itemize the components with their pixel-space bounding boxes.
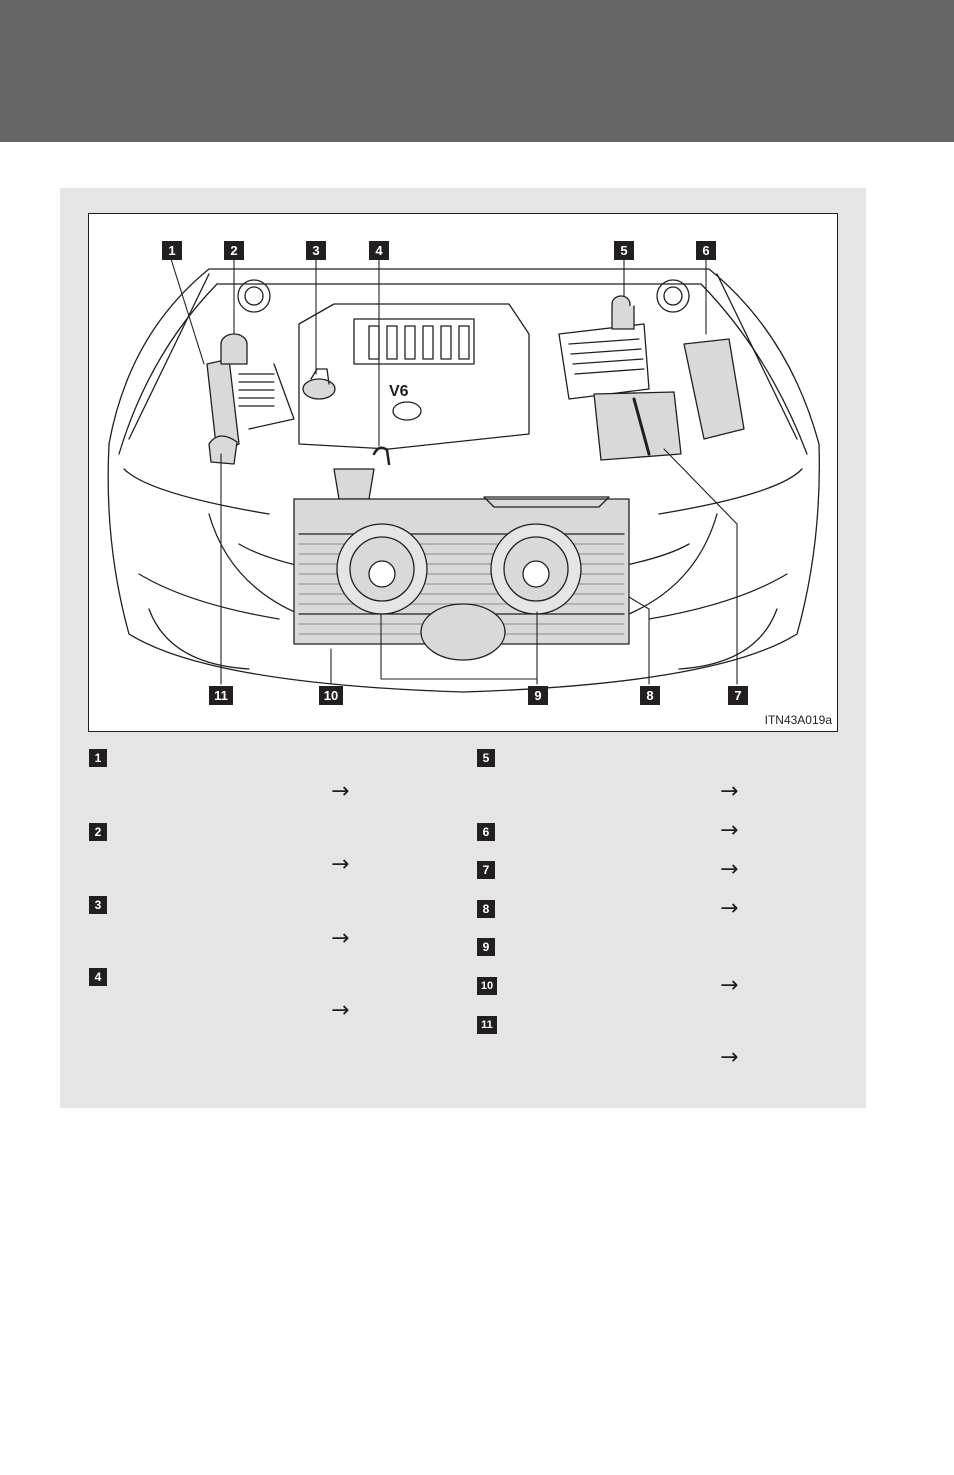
legend-key: 2	[89, 823, 107, 841]
engine-compartment-figure: V6	[88, 213, 838, 732]
callout-2: 2	[224, 241, 244, 260]
legend-key: 6	[477, 823, 495, 841]
callout-4: 4	[369, 241, 389, 260]
engine-illustration: V6	[107, 258, 820, 693]
callout-6: 6	[696, 241, 716, 260]
callout-8: 8	[640, 686, 660, 705]
reference-arrow: →	[720, 779, 739, 804]
callout-3: 3	[306, 241, 326, 260]
legend-key: 8	[477, 900, 495, 918]
reference-arrow: →	[720, 1045, 739, 1070]
header-band	[0, 0, 954, 142]
legend-key: 11	[477, 1016, 497, 1034]
reference-arrow: →	[720, 973, 739, 998]
legend-key: 1	[89, 749, 107, 767]
legend-left-column: 1 → 2 → 3 → 4 →	[89, 749, 389, 1069]
legend-key: 10	[477, 977, 497, 995]
callout-1: 1	[162, 241, 182, 260]
reference-arrow: →	[331, 926, 350, 951]
reference-arrow: →	[720, 818, 739, 843]
legend-key: 4	[89, 968, 107, 986]
reference-arrow: →	[331, 998, 350, 1023]
reference-arrow: →	[720, 857, 739, 882]
callout-5: 5	[614, 241, 634, 260]
legend-key: 5	[477, 749, 495, 767]
legend-right-column: 5 → 6 → 7 → 8 → 9 10 → 11 →	[477, 749, 777, 1079]
callout-9: 9	[528, 686, 548, 705]
callout-10: 10	[319, 686, 343, 705]
figure-code: ITN43A019a	[764, 713, 832, 727]
callout-7: 7	[728, 686, 748, 705]
legend-key: 9	[477, 938, 495, 956]
reference-arrow: →	[331, 779, 350, 804]
v6-mark: V6	[389, 383, 409, 400]
callout-11: 11	[209, 686, 233, 705]
legend-key: 7	[477, 861, 495, 879]
reference-arrow: →	[331, 852, 350, 877]
legend-key: 3	[89, 896, 107, 914]
reference-arrow: →	[720, 896, 739, 921]
